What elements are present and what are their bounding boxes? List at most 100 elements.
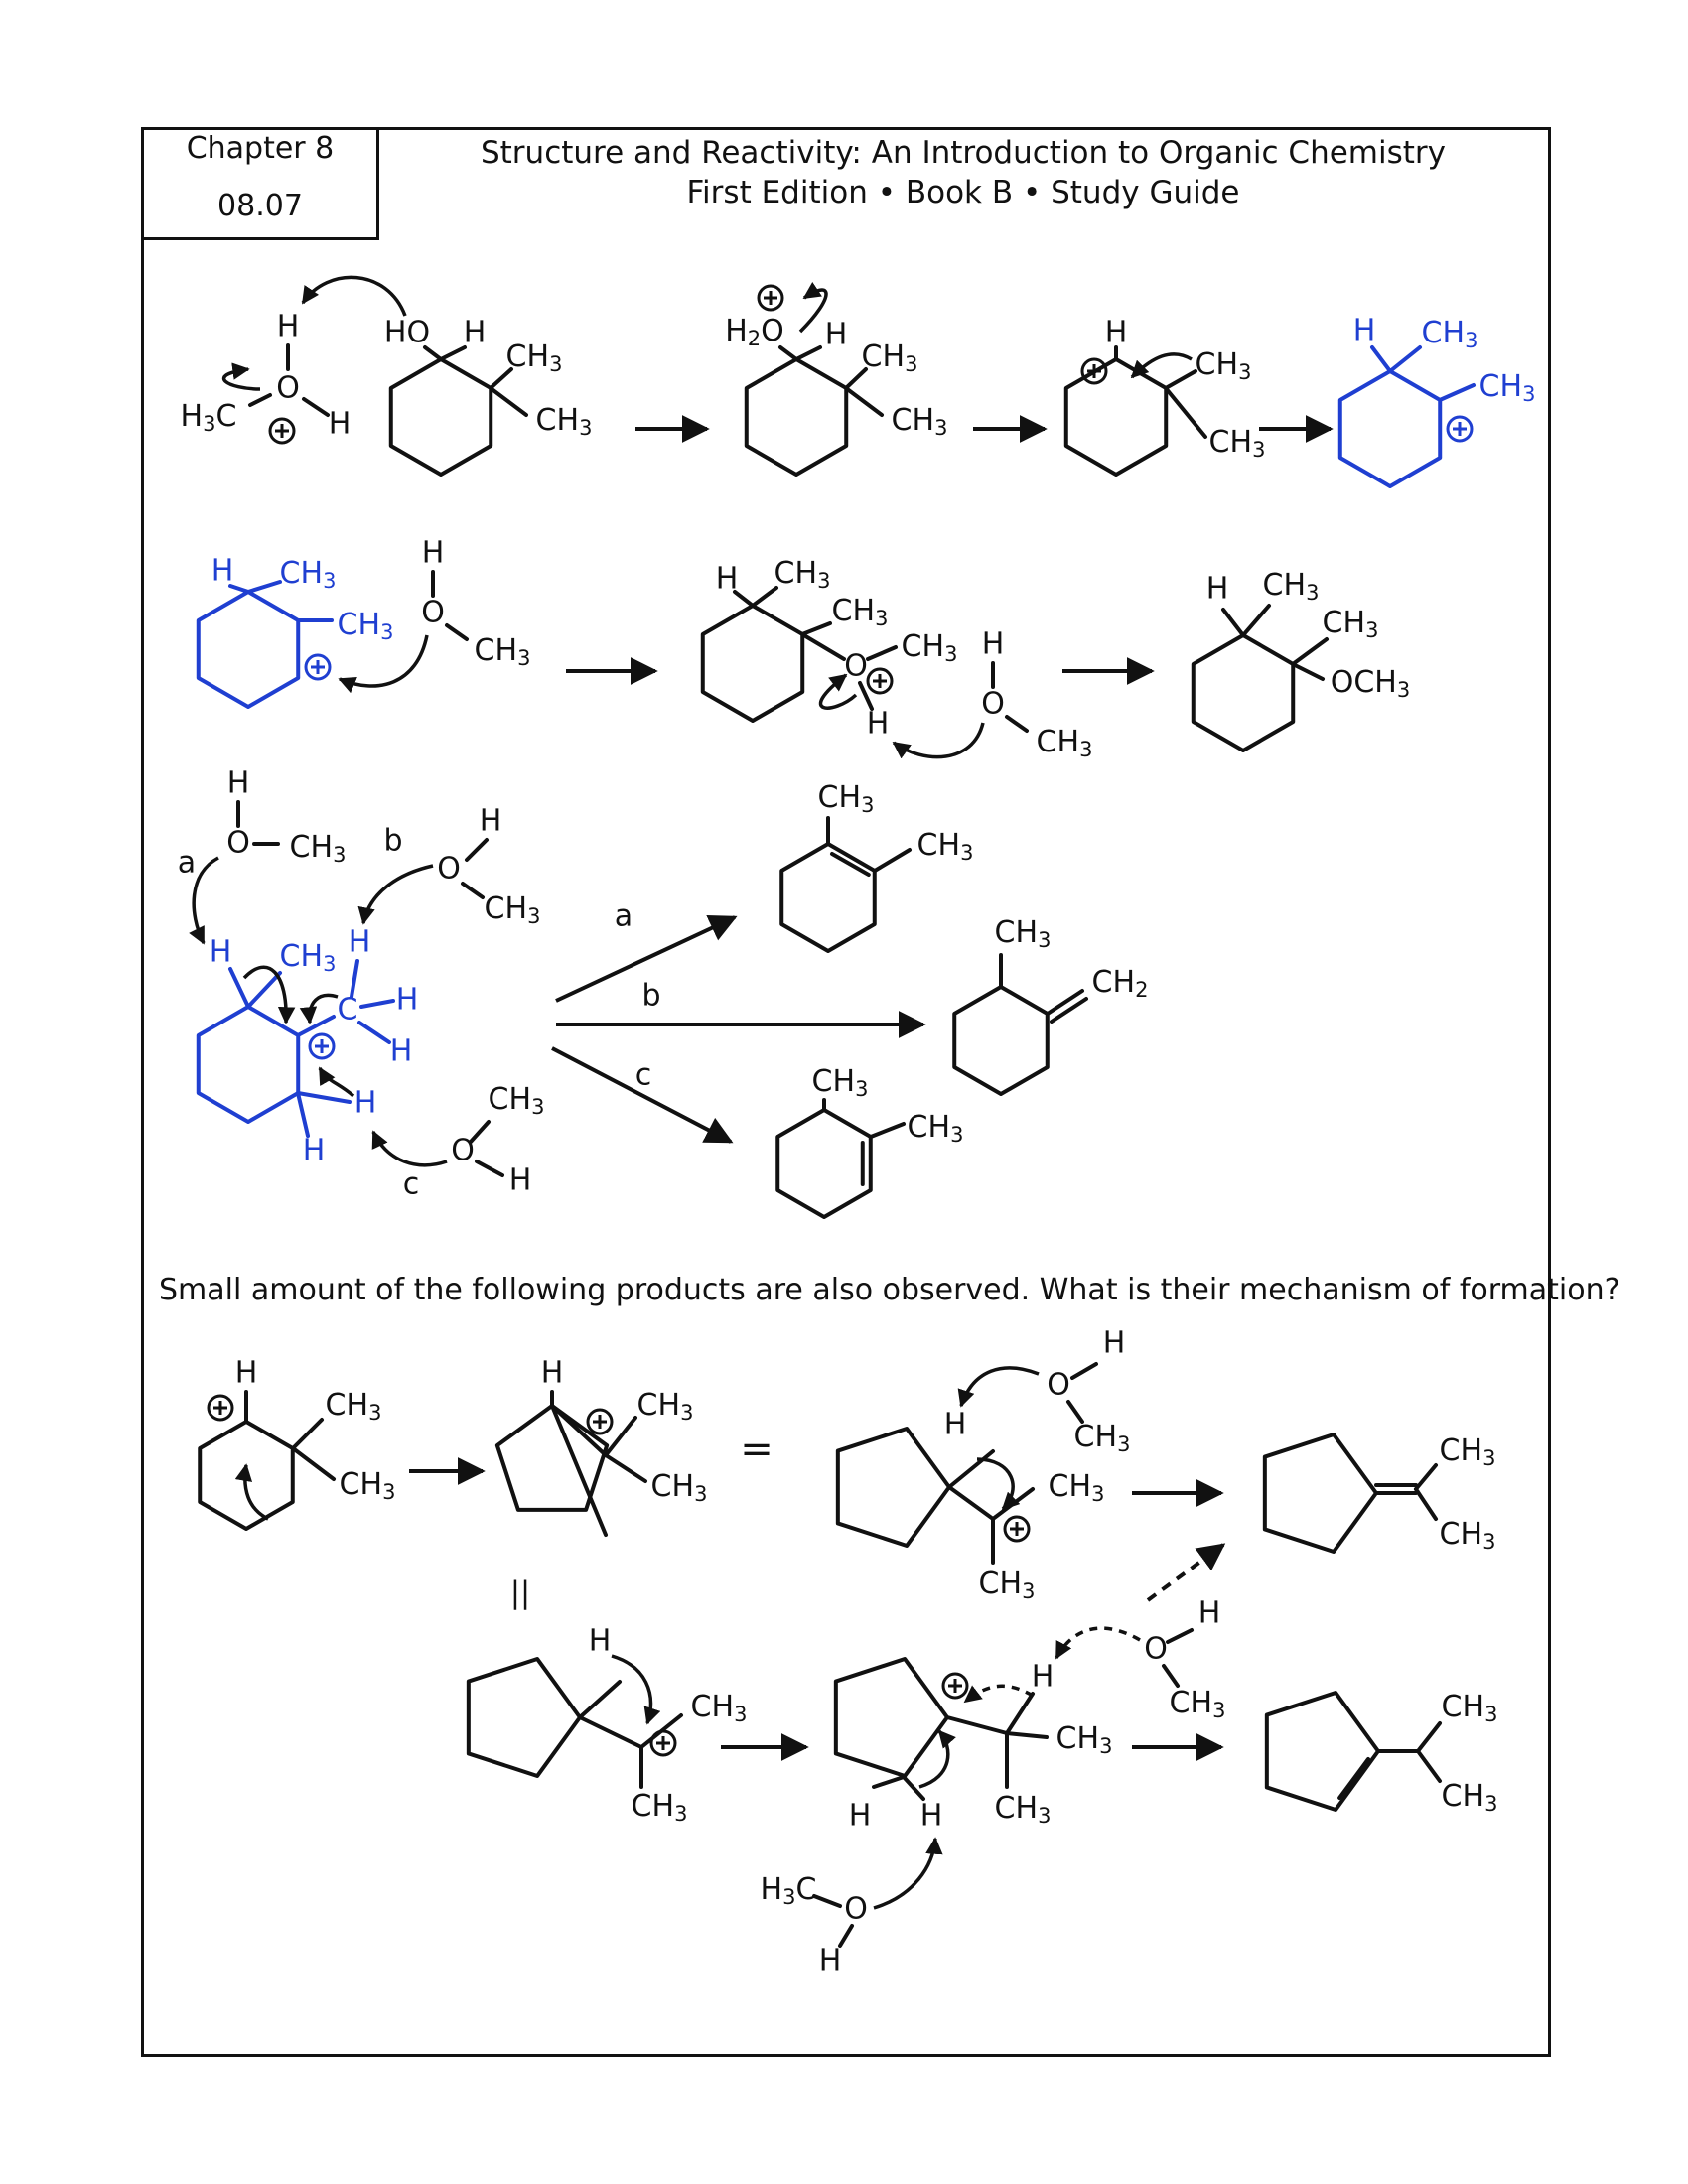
bond [1005,1731,1049,1739]
methyl-label: CH3 [489,1082,545,1120]
cyclopentane-ring [833,1657,949,1778]
bond [844,386,884,417]
methyl-label: CH3 [1323,606,1379,643]
bond [800,621,832,636]
hydrogen-label: H [211,554,234,589]
bond [1066,1400,1084,1424]
methyl-label: CH3 [1440,1517,1496,1555]
chapter-box [141,127,379,240]
methyl-label: CH3 [832,594,889,631]
curved-electron-arrow [873,1837,943,1910]
water-label: H2O [725,314,784,351]
bond [1291,662,1325,681]
bond [1070,1362,1098,1380]
methyl-label: CH3 [485,891,541,929]
oxygen-label: O [437,852,461,887]
methyl-label: CH3 [1209,425,1266,463]
cyclopentane-ring [466,1657,582,1778]
methyl-label: CH3 [1442,1690,1498,1727]
bond [578,1680,622,1719]
bond [604,1416,637,1457]
bond [246,971,282,1009]
curved-electron-arrow [1055,1626,1141,1660]
bond [489,367,513,390]
hydrogen-label: H [303,1134,326,1168]
methyl-label: CH3 [280,556,337,594]
positive-charge-icon [308,1032,336,1060]
positive-charge-icon [649,1729,677,1757]
hydrogen-label: H [1032,1660,1055,1695]
curved-electron-arrow [918,1729,956,1789]
oxygen-label: O [226,826,250,861]
oxygen-label: O [1047,1368,1070,1403]
hydroxyl-label: HO [384,316,430,350]
bond [838,1924,854,1948]
methyl-label: CH3 [280,939,337,977]
methyl-label: CH3 [892,403,948,441]
positive-charge-icon [866,667,894,695]
hydrogen-label: H [1198,1596,1221,1631]
curved-electron-arrow [318,1066,355,1098]
methyl-label: CH3 [1074,1420,1131,1457]
hydrogen-label: H [277,310,300,344]
methyl-label: CH3 [1037,725,1093,762]
methyl-label: CH3 [1422,316,1478,353]
hydrogen-label: H [825,318,848,352]
bond [733,590,755,608]
hydrogen-label: H [329,407,352,442]
bond [1162,1664,1180,1688]
path-b-label: b [383,824,402,859]
hydrogen-label: H [422,536,445,571]
bond [489,386,528,417]
hydrogen-label: H [354,1086,377,1121]
bond [359,999,395,1009]
methyl-label: CH3 [1440,1433,1496,1471]
bond [302,397,330,417]
bond [800,632,846,661]
methyl-label: CH3 [536,403,593,441]
minor-pathway-arrow [1146,1543,1226,1602]
hydrogen-label: H [464,316,487,350]
methyl-label: CH3 [1479,369,1536,407]
bond [858,681,874,711]
bond [475,1160,504,1177]
positive-charge-icon [207,1394,234,1422]
curved-electron-arrow [299,993,339,1024]
bond [578,1715,643,1749]
hydrogen-label: H [480,804,502,839]
bond [228,584,250,594]
bond [469,1120,491,1144]
reaction-arrow-path-a [555,914,738,1003]
curved-electron-arrow [221,362,261,391]
curved-electron-arrow [798,281,828,334]
hydrogen-label: H [396,983,419,1018]
cyclopentane-ring [835,1427,951,1548]
hydrogen-label: H [867,707,890,742]
hydrogen-label: H [1353,314,1376,348]
positive-charge-icon [941,1672,969,1700]
methyl-label: CH3 [862,340,918,377]
bond [1416,1721,1442,1753]
positive-charge-icon [586,1408,614,1435]
positive-charge-icon [1446,415,1474,443]
oxygen-label: O [981,687,1005,722]
methyl-label: H3C [181,399,237,437]
section-number: 08.07 [217,189,303,223]
bond [357,1021,391,1044]
cyclohexane-ring [1191,633,1296,752]
methyl-label: CH3 [637,1388,694,1426]
bond [423,345,443,361]
curved-electron-arrow [242,965,296,1024]
exocyclic-double-bond [1046,989,1084,1016]
hydrogen-label: H [982,627,1005,662]
hydrogen-label: H [1103,1326,1126,1361]
cyclohexane-ring [1063,357,1169,477]
path-a-label: a [178,846,196,881]
chapter-label: Chapter 8 [186,131,335,166]
positive-charge-icon [757,284,784,312]
methyl-label: CH3 [917,828,974,866]
bond [794,345,822,361]
methylene-label: CH2 [1092,965,1149,1003]
hydrogen-label: H [944,1408,967,1442]
